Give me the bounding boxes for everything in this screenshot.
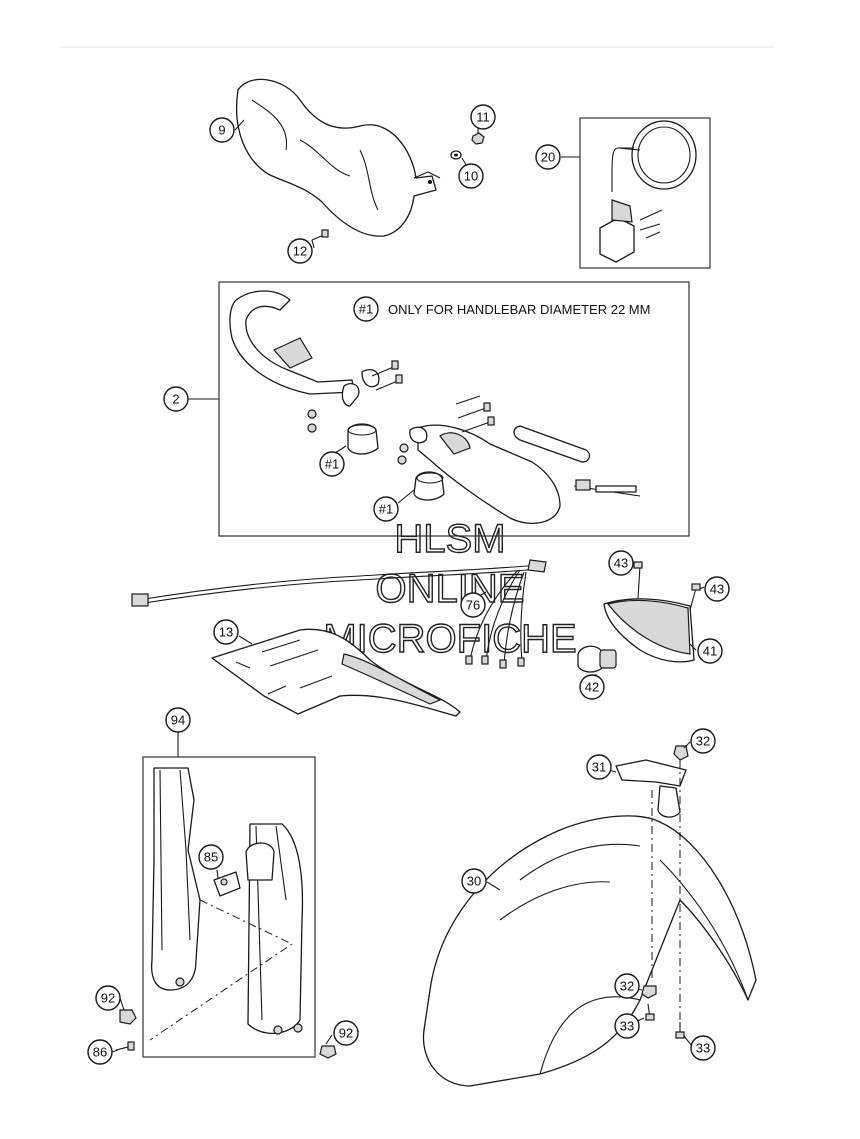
svg-text:2: 2 [172,392,179,407]
svg-text:32: 32 [620,979,634,994]
clamp-1a [347,423,379,455]
bolts-92-86 [115,1009,337,1059]
svg-text:11: 11 [476,110,490,125]
svg-text:12: 12 [293,244,307,259]
svg-text:#1: #1 [359,302,373,317]
svg-text:92: 92 [339,1026,353,1041]
callout-92b[interactable]: 92 [333,1020,359,1046]
svg-text:#1: #1 [379,502,393,517]
callout-41[interactable]: 41 [697,638,723,664]
front-fender-30 [422,815,757,1087]
callout-43a[interactable]: 43 [608,550,634,576]
callout-30[interactable]: 30 [461,868,487,894]
callout-2[interactable]: 2 [163,386,189,412]
svg-text:76: 76 [466,598,480,613]
svg-text:10: 10 [464,169,478,184]
svg-text:94: 94 [171,713,185,728]
callout-10[interactable]: 10 [458,163,484,189]
watermark: HLSM ONLINE MICROFICHE [323,516,578,661]
svg-text:HLSM: HLSM [394,517,505,561]
svg-text:85: 85 [204,850,218,865]
screw-12 [311,229,329,241]
fork-protector-box [142,756,316,1058]
callout-20[interactable]: 20 [535,144,561,170]
svg-text:42: 42 [585,680,599,695]
callout-43b[interactable]: 43 [704,576,730,602]
callout-1-note[interactable]: #1 [353,296,379,322]
svg-text:32: 32 [696,734,710,749]
handguard-box [218,281,690,537]
svg-text:86: 86 [93,1045,107,1060]
washer-10 [450,150,462,160]
svg-text:#1: #1 [325,457,339,472]
callout-85[interactable]: 85 [198,844,224,870]
headlight-mask [236,78,441,237]
svg-text:43: 43 [710,582,724,597]
svg-text:30: 30 [467,874,481,889]
callout-1a[interactable]: #1 [319,451,345,477]
svg-text:20: 20 [541,150,555,165]
handlebar-note: ONLY FOR HANDLEBAR DIAMETER 22 MM [388,302,650,317]
svg-text:92: 92 [101,991,115,1006]
callout-42[interactable]: 42 [579,674,605,700]
handguard-left [229,290,380,407]
fork-protector-right [245,823,304,1035]
clamp-1b [413,471,445,501]
bulb-42 [577,645,617,673]
callout-12[interactable]: 12 [287,238,313,264]
svg-text:33: 33 [620,1019,634,1034]
callout-11[interactable]: 11 [470,104,496,130]
rear-fender-13 [211,628,461,717]
svg-text:43: 43 [614,556,628,571]
callout-33a[interactable]: 33 [614,1013,640,1039]
callout-94[interactable]: 94 [165,707,191,733]
mirror-20 [561,117,711,269]
svg-text:33: 33 [696,1041,710,1056]
nut-11 [471,132,485,145]
tail-light-41 [603,598,695,663]
callout-1b[interactable]: #1 [373,496,399,522]
cable-76 [131,559,547,669]
callout-33b[interactable]: 33 [690,1035,716,1061]
screws-43 [633,561,701,611]
callout-86[interactable]: 86 [87,1039,113,1065]
leader-lines [111,119,705,1053]
svg-text:41: 41 [703,644,717,659]
handguard-right [409,424,641,524]
clamp-85 [213,871,241,897]
bracket-31 [615,759,687,818]
callout-76[interactable]: 76 [460,592,486,618]
callout-92a[interactable]: 92 [95,985,121,1011]
fork-protector-left [150,767,201,991]
callout-13[interactable]: 13 [213,619,239,645]
svg-text:9: 9 [218,123,225,138]
callout-32b[interactable]: 32 [614,973,640,999]
svg-text:13: 13 [219,625,233,640]
callout-9[interactable]: 9 [209,117,235,143]
callout-31[interactable]: 31 [586,754,612,780]
svg-text:31: 31 [592,760,606,775]
handguard-bolts [307,360,495,504]
svg-text:MICROFICHE: MICROFICHE [323,617,576,661]
callout-32a[interactable]: 32 [690,728,716,754]
fender-fasteners [641,745,689,1039]
